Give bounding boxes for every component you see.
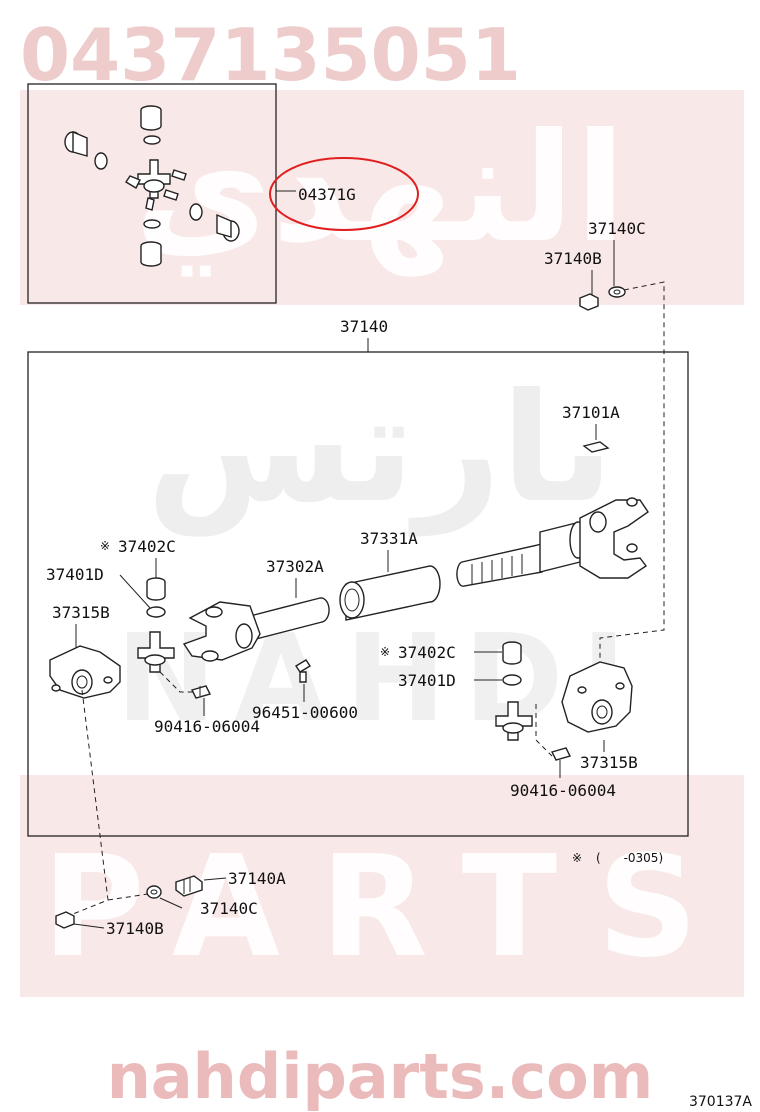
label-37140[interactable]: 37140 <box>340 317 388 336</box>
companion-flange-icon-left <box>49 645 121 699</box>
snap-ring-icon <box>146 606 166 618</box>
label-37315B-right[interactable]: 37315B <box>580 753 638 772</box>
label-37402C-right[interactable]: 37402C <box>398 643 456 662</box>
nut-icon <box>579 293 599 311</box>
assembly-box <box>27 351 689 837</box>
companion-flange-icon-right <box>561 661 633 733</box>
label-90416-06004-right[interactable]: 90416-06004 <box>510 781 616 800</box>
highlight-circle <box>269 157 419 231</box>
washer-icon-bottom <box>146 885 162 899</box>
watermark-latin-low: PARTS <box>42 826 738 989</box>
watermark-arabic-top: النهدي <box>134 102 626 277</box>
label-04371G[interactable]: 04371G <box>298 185 356 204</box>
balance-weight-icon <box>582 441 610 453</box>
label-37302A[interactable]: 37302A <box>266 557 324 576</box>
watermark: 0437135051 النهدي بارتس NAHDI PARTS nahd… <box>20 13 744 1112</box>
label-37140C-bottom[interactable]: 37140C <box>200 899 258 918</box>
spider-icon-right <box>495 701 533 741</box>
flange-yoke-icon <box>182 597 330 662</box>
bearing-cap-icon-right <box>502 641 522 665</box>
label-37331A[interactable]: 37331A <box>360 529 418 548</box>
label-37140C-top[interactable]: 37140C <box>588 219 646 238</box>
label-37101A[interactable]: 37101A <box>562 403 620 422</box>
snap-ring-icon-right <box>502 674 522 686</box>
diagram-code: 370137A <box>689 1094 752 1110</box>
watermark-part-number: 0437135051 <box>20 13 521 97</box>
label-37140B-bottom[interactable]: 37140B <box>106 919 164 938</box>
label-37140A-bottom[interactable]: 37140A <box>228 869 286 888</box>
mark-star-left: ※ <box>100 539 110 553</box>
label-37401D-right[interactable]: 37401D <box>398 671 456 690</box>
nut-icon-bottom <box>55 911 75 929</box>
label-37315B-left[interactable]: 37315B <box>52 603 110 622</box>
watermark-latin-mid: NAHDI <box>116 610 644 749</box>
label-37140B-top[interactable]: 37140B <box>544 249 602 268</box>
label-96451-00600[interactable]: 96451-00600 <box>252 703 358 722</box>
bolt-icon <box>190 685 212 699</box>
label-90416-06004-left[interactable]: 90416-06004 <box>154 717 260 736</box>
universal-joint-kit-icon <box>64 105 240 267</box>
bearing-cap-icon <box>146 577 166 601</box>
footnote-text: ( -0305) <box>596 851 663 865</box>
watermark-site: nahdiparts.com <box>107 1040 654 1112</box>
label-37402C-left[interactable]: 37402C <box>118 537 176 556</box>
bolt-icon-right <box>550 747 572 761</box>
top-right-fasteners: 37140C 37140B <box>544 219 665 672</box>
propeller-shaft-icon <box>456 497 649 587</box>
bolt-icon-bottom <box>175 875 203 897</box>
dust-boot-icon <box>339 565 441 621</box>
universal-joint-kit-box: 04371G <box>27 83 419 304</box>
grease-fitting-icon <box>295 659 311 683</box>
mark-star-right: ※ <box>380 645 390 659</box>
washer-icon <box>608 286 626 298</box>
footnote-mark: ※ <box>572 851 582 865</box>
watermark-arabic-mid: بارتس <box>146 362 613 537</box>
label-37401D-left[interactable]: 37401D <box>46 565 104 584</box>
